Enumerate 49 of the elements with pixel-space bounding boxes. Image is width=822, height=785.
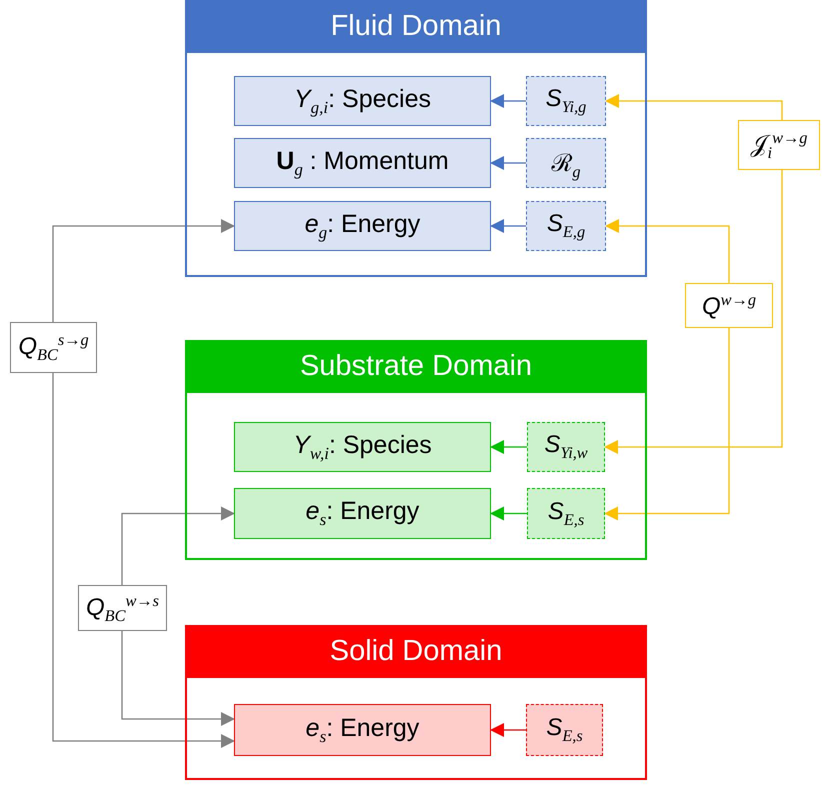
coupling-term-box [10, 322, 97, 373]
domain-panel [185, 340, 647, 560]
source-term-box [527, 488, 605, 539]
arrow [121, 631, 235, 726]
arrow [604, 170, 783, 454]
domain-panel [185, 625, 647, 780]
equation-box [234, 422, 491, 472]
domain-panel [185, 0, 647, 277]
math-symbol: ℛ$_{g}$ [551, 148, 581, 182]
equation-label: Y$_{w,i}$: Species [293, 430, 432, 464]
equation-box [234, 704, 491, 756]
arrow [52, 373, 235, 748]
coupling-term-box [685, 283, 773, 328]
arrow [121, 506, 235, 585]
source-term-box [526, 138, 606, 188]
arrow [490, 219, 526, 233]
equation-label: U$_{g}$ : Momentum [276, 146, 449, 180]
math-symbol: S$_{Yi,g}$ [546, 85, 586, 117]
math-symbol: Q$^{w→g}$ [702, 290, 756, 321]
equation-label: e$_{g}$: Energy [304, 210, 420, 242]
coupling-term-box [738, 120, 820, 170]
arrow [52, 219, 235, 322]
equation-label: e$_{s}$: Energy [306, 497, 420, 530]
arrow [490, 440, 527, 454]
panel-header: Fluid Domain [185, 0, 647, 53]
equation-box [234, 138, 491, 188]
arrow [490, 94, 526, 108]
panel-header: Solid Domain [185, 625, 647, 678]
source-term-box [526, 704, 603, 756]
coupling-term-box [78, 585, 167, 631]
source-term-box [527, 422, 605, 472]
math-symbol: S$_{E,s}$ [548, 498, 584, 530]
arrow [490, 506, 527, 520]
arrow [490, 723, 526, 737]
equation-box [234, 201, 491, 251]
equation-label: e$_{s}$: Energy [306, 714, 420, 746]
arrow [605, 219, 730, 283]
equation-box [234, 488, 491, 539]
arrow [605, 94, 783, 120]
math-symbol: S$_{Yi,w}$ [544, 431, 588, 463]
source-term-box [526, 76, 606, 126]
source-term-box [526, 201, 606, 251]
panel-header: Substrate Domain [185, 340, 647, 393]
equation-label: Y$_{g,i}$: Species [294, 84, 431, 118]
math-symbol: S$_{E,g}$ [546, 210, 586, 242]
arrow [490, 156, 526, 170]
equation-box [234, 76, 491, 126]
arrow [604, 328, 730, 520]
math-symbol: S$_{E,s}$ [546, 714, 583, 746]
